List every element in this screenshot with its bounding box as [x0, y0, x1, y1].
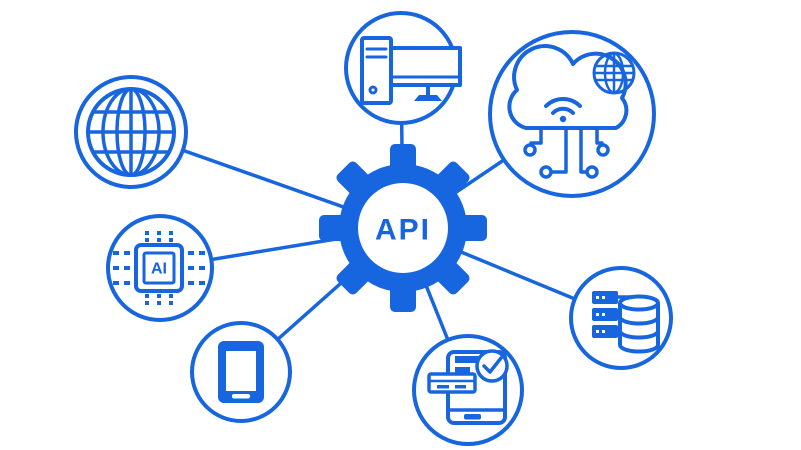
node-mobile-payment	[412, 334, 524, 446]
ai-chip-icon: AI	[113, 231, 205, 305]
cloud-network-icon	[507, 44, 636, 179]
node-database-server	[569, 266, 673, 370]
small-globe-icon	[592, 51, 636, 95]
smartphone-icon	[218, 341, 264, 403]
credit-card-icon	[427, 372, 477, 394]
node-globe	[74, 75, 188, 189]
gear-icon	[319, 144, 487, 312]
desktop-computer-icon	[360, 36, 462, 105]
node-ai-chip: AI	[106, 214, 214, 322]
mobile-payment-icon	[427, 349, 509, 425]
ai-chip-label: AI	[151, 261, 167, 278]
check-badge-icon	[475, 349, 509, 383]
node-cloud-network	[488, 30, 656, 198]
node-smartphone	[190, 321, 292, 423]
globe-icon	[86, 87, 176, 177]
api-label: API	[375, 214, 431, 247]
database-server-icon	[592, 291, 660, 354]
node-desktop-computer	[344, 11, 462, 125]
api-gear: API	[319, 144, 487, 312]
